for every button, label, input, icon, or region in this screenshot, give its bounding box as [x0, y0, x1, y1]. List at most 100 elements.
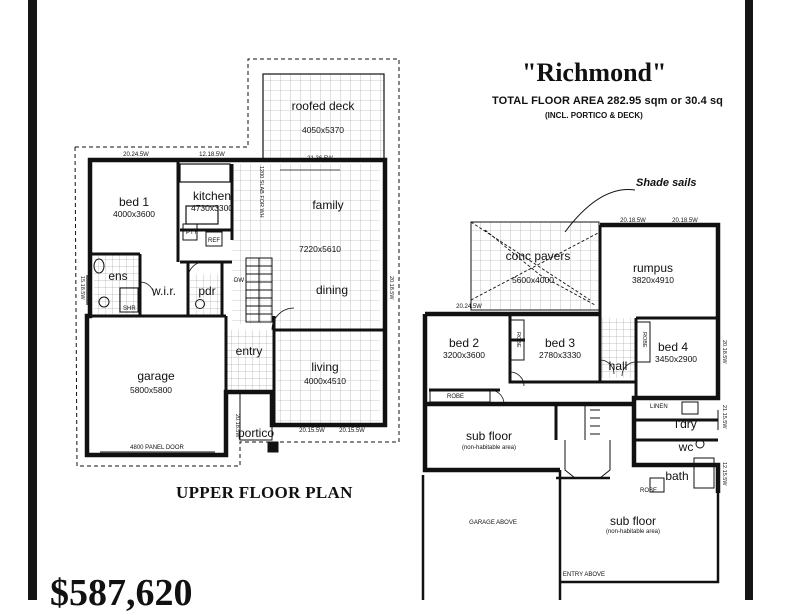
toilet-ens: [98, 296, 110, 308]
ground-stairs: [564, 404, 611, 479]
wc-label: wc: [678, 440, 694, 454]
living-dims: 4000x4510: [303, 376, 347, 386]
roofed-deck-dims: 4050x5370: [301, 125, 345, 135]
living-label: living: [311, 360, 339, 374]
entry-tiles: [226, 330, 274, 390]
upper-floor-plan-title: UPPER FLOOR PLAN: [176, 483, 353, 502]
bed4-dims: 3450x2900: [654, 354, 698, 364]
bed1-dims: 4000x3600: [112, 209, 156, 219]
roofed-deck-tiles: [262, 73, 385, 160]
ground-dim-c: 20.18.5W: [672, 218, 698, 224]
bed3-dims: 2780x3330: [538, 350, 582, 360]
shade-callout: [564, 189, 636, 233]
conc-pavers-dims: 5600x4000: [511, 275, 555, 285]
pantry-box: [182, 223, 198, 241]
ground-dim-d: 20.18.5W: [721, 340, 727, 364]
ground-door-swings: [489, 359, 637, 405]
panel-door-label: 4800 PANEL DOOR: [130, 445, 184, 451]
robe-bed3-label: ROBE: [515, 332, 521, 348]
ens-label: ens: [108, 269, 128, 283]
conc-pavers-label: conc pavers: [505, 249, 571, 263]
window-marks: [86, 159, 386, 426]
family-label: family: [312, 198, 344, 212]
robe-bed4-label: ROBE: [641, 332, 647, 348]
bed2-label: bed 2: [448, 336, 480, 350]
linen-label: LINEN: [650, 404, 668, 410]
kitchen-bench: [179, 163, 231, 183]
portico-label: portico: [237, 426, 275, 440]
ground-floor-plan: [421, 189, 721, 600]
floor-plan-sheet: "Richmond" TOTAL FLOOR AREA 282.95 sqm o…: [28, 0, 753, 612]
shade-sail-lines: [470, 221, 601, 306]
area-inclusion-note: (INCL. PORTICO & DECK): [545, 111, 643, 120]
hall-tiles: [600, 318, 636, 378]
rumpus-dims: 3820x4910: [631, 275, 675, 285]
portico-slab: [239, 391, 273, 441]
rumpus-label: rumpus: [632, 261, 674, 275]
subfloor1-note: (non-habitable area): [461, 445, 517, 451]
bed1-label: bed 1: [118, 195, 150, 209]
dishwasher-label: DW: [234, 278, 244, 284]
dining-label: dining: [315, 283, 349, 297]
upper-interior-walls: [90, 162, 385, 425]
fridge-label: REF: [208, 238, 220, 244]
pdr-label: pdr: [198, 284, 216, 298]
upper-dim-deck-side: 1200 SLAB FOR WH: [258, 166, 264, 218]
left-border: [28, 0, 37, 600]
plan-name-title: "Richmond": [522, 58, 667, 87]
ground-dim-a: 20.24.5W: [456, 304, 482, 310]
garage-above-label: GARAGE ABOVE: [469, 520, 517, 526]
roofed-deck-label: roofed deck: [291, 99, 355, 113]
fridge-box: [205, 231, 223, 247]
upper-dim-portico: 20.18.5W: [234, 414, 240, 438]
upper-dim-living-b: 20.15.5W: [339, 428, 365, 434]
pantry-label: PTY: [186, 230, 198, 236]
right-border: [745, 0, 753, 600]
shower-ground: [649, 477, 665, 493]
kitchen-island: [185, 205, 219, 225]
ens-tiles: [94, 254, 140, 314]
upper-eave-outline: [74, 58, 400, 467]
entry-label: entry: [235, 344, 263, 358]
bed3-label: bed 3: [544, 336, 576, 350]
upper-dim-top-left: 20.24.5W: [123, 152, 149, 158]
upper-floor-plan: [74, 58, 400, 467]
bath-tub: [693, 457, 715, 489]
bath-label: bath: [665, 469, 689, 483]
garage-dims: 5800x5800: [129, 385, 173, 395]
robe-bed2-label: ROBE: [447, 394, 465, 400]
upper-dim-mid: 21.36.5W: [307, 156, 333, 162]
portico-post: [267, 441, 279, 453]
subfloor2-note: (non-habitable area): [605, 529, 661, 535]
floor-plans-drawing: [74, 58, 721, 600]
shower-label: SHR: [123, 306, 136, 312]
entry-above-label: ENTRY ABOVE: [562, 572, 606, 578]
upper-stairs: [245, 257, 273, 323]
ground-window-marks: [620, 224, 719, 490]
kitchen-label: kitchen: [192, 189, 232, 203]
pdr-tiles: [190, 274, 222, 314]
subfloor1-label: sub floor: [465, 429, 513, 443]
shower: [119, 287, 139, 313]
robe-bed3: [509, 319, 525, 361]
family-tiles: [232, 164, 380, 324]
ground-dim-g: 12.15.5W: [721, 462, 727, 486]
door-swings: [139, 261, 295, 331]
kitchen-dims: 4730x3300: [190, 203, 234, 213]
ground-dim-b: 20.18.5W: [620, 218, 646, 224]
bed4-label: bed 4: [657, 340, 689, 354]
toilet-wc: [695, 439, 705, 449]
shade-sails-callout: Shade sails: [636, 177, 697, 189]
ground-exterior-wall: [422, 222, 721, 493]
ground-subfloor-walls: [421, 470, 720, 600]
ground-dim-f: 21.15.5W: [721, 405, 727, 429]
bed2-dims: 3200x3600: [442, 350, 486, 360]
upper-dim-side-right: 20.18.5W: [388, 276, 394, 300]
robe-bed4: [635, 321, 651, 363]
garage-label: garage: [137, 369, 175, 383]
upper-dim-top-mid: 12.18.5W: [199, 152, 225, 158]
laundry-label: l'dry: [675, 417, 697, 431]
total-floor-area: TOTAL FLOOR AREA 282.95 sqm or 30.4 sq: [492, 95, 723, 107]
toilet-pdr: [195, 299, 205, 309]
hall-label: hall: [608, 359, 628, 373]
